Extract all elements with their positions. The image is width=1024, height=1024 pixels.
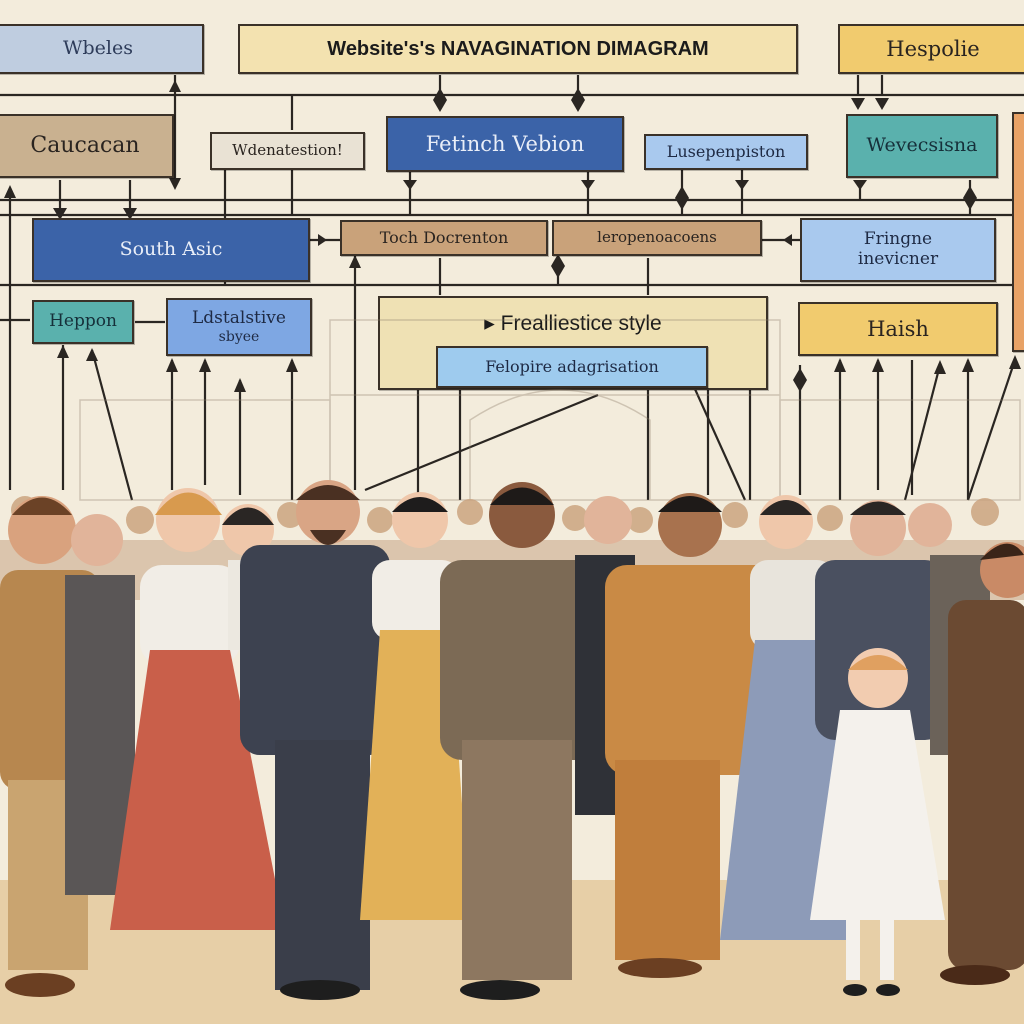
diagram-title-text: Website's's NAVAGINATION DIMAGRAM — [327, 37, 709, 60]
node-heppon: Heppon — [32, 300, 134, 344]
node-south-asic: South Asic — [32, 218, 310, 282]
node-lusepenpiston: Lusepenpiston — [644, 134, 808, 170]
node-wbeles-label: Wbeles — [62, 37, 133, 60]
node-leropenoacoens: leropenoacoens — [552, 220, 762, 256]
node-south-asic-label: South Asic — [119, 238, 223, 261]
node-haish: Haish — [798, 302, 998, 356]
person-man-dark-suit — [240, 480, 390, 1000]
node-fetinch-vebion-label: Fetinch Vebion — [425, 131, 585, 156]
person-child-white-dress — [810, 648, 945, 996]
node-toch-docrenton: Toch Docrenton — [340, 220, 548, 256]
building-backdrop — [79, 319, 1021, 501]
node-felopire-adagrisation: Felopire adagrisation — [436, 346, 708, 388]
node-ldstalstive-line2: sbyee — [218, 328, 260, 345]
node-edge-orange — [1012, 112, 1024, 352]
node-wevecsisna: Wevecsisna — [846, 114, 998, 178]
diagram-title: Website's's NAVAGINATION DIMAGRAM — [238, 24, 798, 74]
node-wdenatestion-label: Wdenatestion! — [232, 141, 343, 160]
node-fringne-inevicner: Fringne inevicner — [800, 218, 996, 282]
person-central-man — [440, 482, 605, 1000]
node-fringne-line1: Fringne — [863, 229, 933, 250]
node-wbeles: Wbeles — [0, 24, 204, 74]
node-ldstalstive-line1: Ldstalstive — [192, 308, 286, 329]
person-man-tan-suit — [605, 493, 785, 978]
node-heppon-label: Heppon — [49, 311, 117, 332]
node-frealliestice-label: ▸ Frealliestice style — [484, 312, 662, 335]
person-man-far-right — [908, 503, 1024, 985]
node-frealliestice-text: Frealliestice style — [500, 312, 662, 335]
node-toch-docrenton-label: Toch Docrenton — [379, 227, 509, 247]
node-ldstalstive-sbyee: Ldstalstive sbyee — [166, 298, 312, 356]
node-caucacan-label: Caucacan — [30, 133, 140, 159]
node-wevecsisna-label: Wevecsisna — [866, 134, 978, 157]
node-hespolie: Hespolie — [838, 24, 1024, 74]
node-wdenatestion: Wdenatestion! — [210, 132, 365, 170]
node-leropenoacoens-label: leropenoacoens — [597, 228, 717, 247]
person-old-man — [65, 514, 135, 895]
node-hespolie-label: Hespolie — [886, 36, 980, 61]
node-caucacan: Caucacan — [0, 114, 174, 178]
node-fringne-line2: inevicner — [857, 249, 939, 269]
node-lusepenpiston-label: Lusepenpiston — [666, 141, 786, 161]
node-felopire-label: Felopire adagrisation — [485, 356, 659, 376]
node-fetinch-vebion: Fetinch Vebion — [386, 116, 624, 172]
node-haish-label: Haish — [867, 316, 929, 341]
